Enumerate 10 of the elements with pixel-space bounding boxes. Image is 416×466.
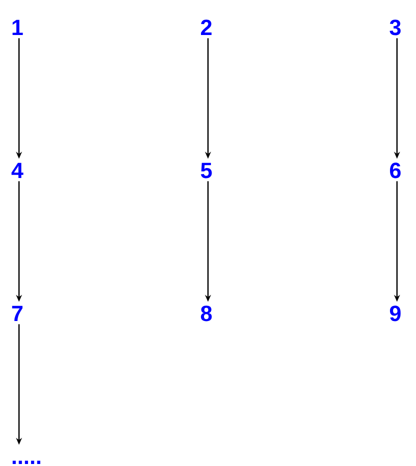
number-label: 4 [12, 162, 24, 178]
number-label: 6 [390, 162, 401, 178]
number-label: 1 [12, 20, 23, 35]
number-label: 7 [12, 306, 22, 321]
number-label: 8 [200, 306, 212, 322]
number-label: 5 [200, 162, 212, 178]
number-label: ..... [12, 460, 40, 464]
number-label: 9 [390, 306, 401, 322]
number-label: 2 [200, 20, 212, 35]
number-label: 3 [390, 20, 401, 36]
